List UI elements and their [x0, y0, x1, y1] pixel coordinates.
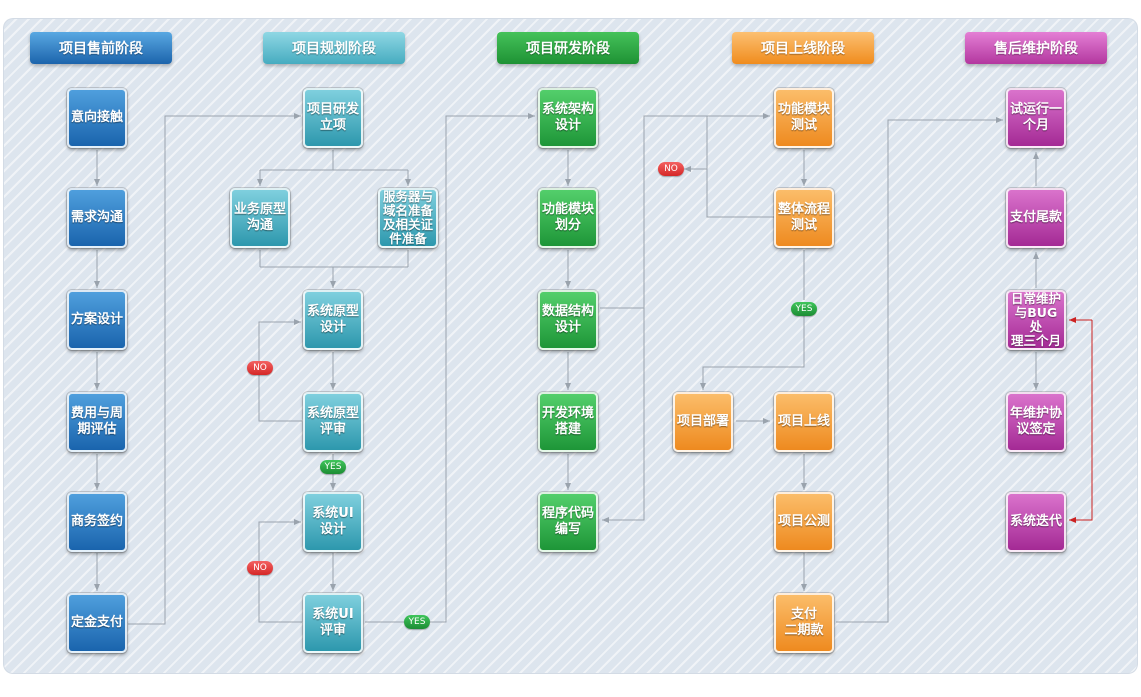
step-deployment: 项目部署: [673, 392, 733, 452]
yes-badge: YES: [320, 460, 346, 474]
step-server-domain-prep: 服务器与 域名准备 及相关证 件准备: [378, 188, 438, 248]
step-deposit-payment: 定金支付: [67, 593, 127, 653]
step-module-division: 功能模块 划分: [538, 188, 598, 248]
step-maintenance: 日常维护 与BUG处 理三个月: [1006, 290, 1066, 350]
step-dev-environment-setup: 开发环境 搭建: [538, 392, 598, 452]
no-badge: NO: [247, 361, 273, 375]
no-badge: NO: [658, 162, 684, 176]
step-data-structure-design: 数据结构 设计: [538, 290, 598, 350]
step-second-payment: 支付 二期款: [774, 593, 834, 653]
step-system-iteration: 系统迭代: [1006, 492, 1066, 552]
step-go-live: 项目上线: [774, 392, 834, 452]
no-badge: NO: [247, 561, 273, 575]
stage-header-development: 项目研发阶段: [497, 32, 639, 64]
step-code-writing: 程序代码 编写: [538, 492, 598, 552]
stage-header-launch: 项目上线阶段: [732, 32, 874, 64]
yes-badge: YES: [404, 615, 430, 629]
step-ui-design: 系统UI 设计: [303, 492, 363, 552]
step-prototype-review: 系统原型 评审: [303, 392, 363, 452]
step-prototype-design: 系统原型 设计: [303, 290, 363, 350]
step-annual-maintenance-contract: 年维护协 议签定: [1006, 392, 1066, 452]
stage-header-planning: 项目规划阶段: [263, 32, 405, 64]
step-flow-testing: 整体流程 测试: [774, 188, 834, 248]
stage-header-presale: 项目售前阶段: [30, 32, 172, 64]
step-cost-schedule-evaluation: 费用与周 期评估: [67, 392, 127, 452]
step-business-signing: 商务签约: [67, 492, 127, 552]
step-ui-review: 系统UI 评审: [303, 593, 363, 653]
step-module-testing: 功能模块 测试: [774, 88, 834, 148]
step-public-testing: 项目公测: [774, 492, 834, 552]
stage-header-aftersale: 售后维护阶段: [965, 32, 1107, 64]
yes-badge: YES: [791, 302, 817, 316]
step-trial-run: 试运行一 个月: [1006, 88, 1066, 148]
step-project-approval: 项目研发 立项: [303, 88, 363, 148]
step-solution-design: 方案设计: [67, 290, 127, 350]
step-architecture-design: 系统架构 设计: [538, 88, 598, 148]
step-final-payment: 支付尾款: [1006, 188, 1066, 248]
step-intent-contact: 意向接触: [67, 88, 127, 148]
step-prototype-communication: 业务原型 沟通: [230, 188, 290, 248]
step-requirement-communication: 需求沟通: [67, 188, 127, 248]
